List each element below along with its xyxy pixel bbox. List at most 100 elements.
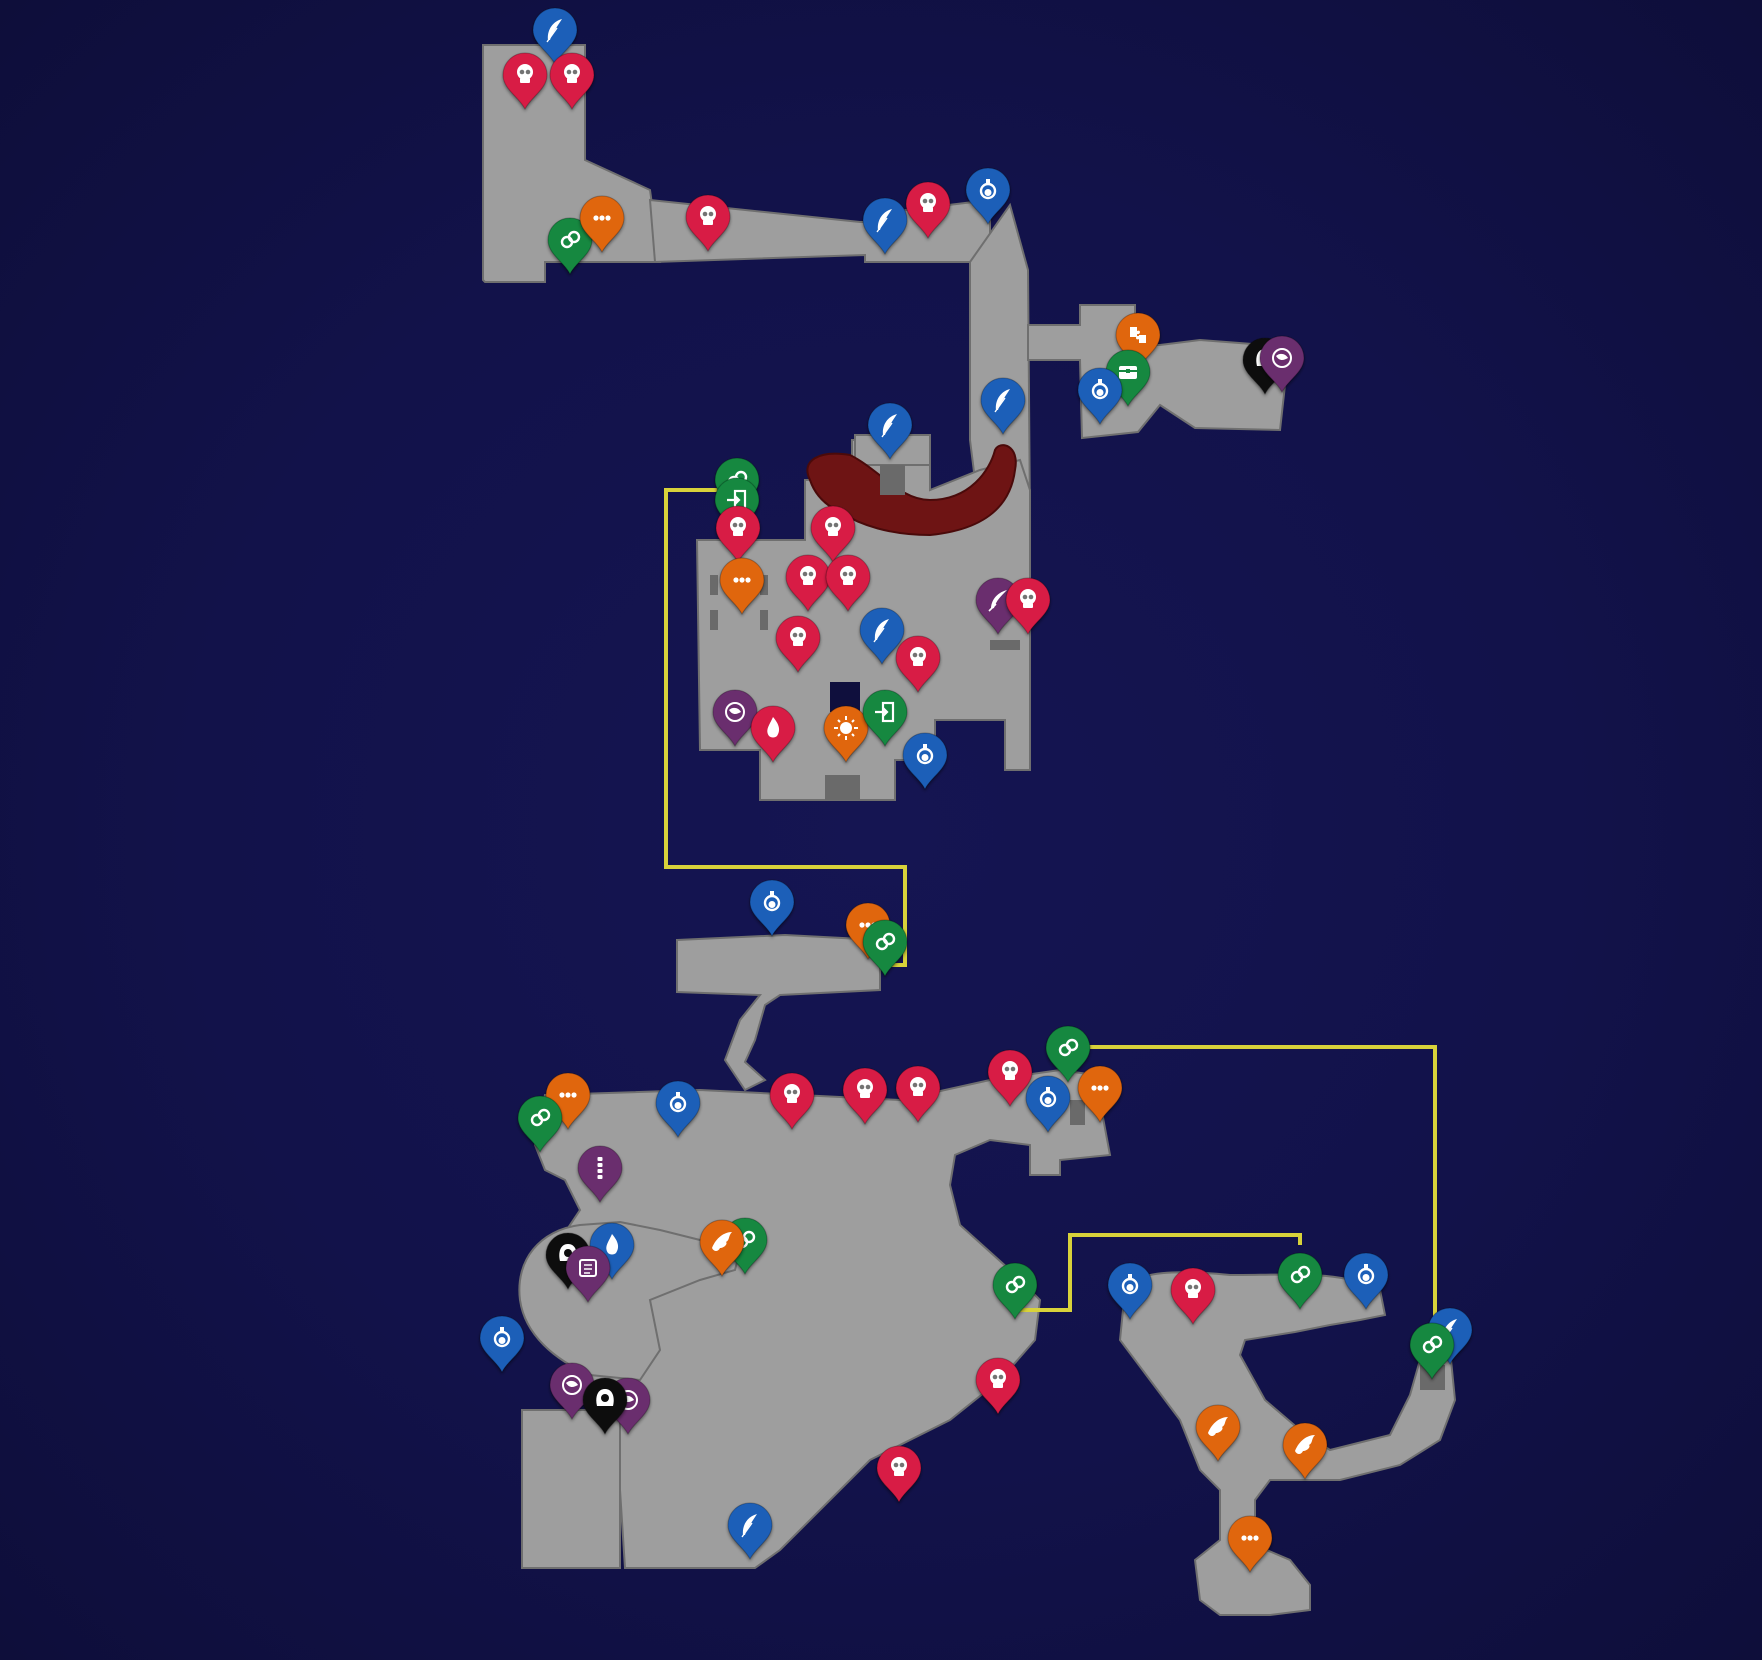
flame-icon: [606, 1234, 619, 1255]
map-marker-enemy[interactable]: [987, 1049, 1033, 1108]
skull-icon: [730, 517, 746, 536]
map-marker-dialog[interactable]: [1077, 1065, 1123, 1124]
map-marker-enemy[interactable]: [502, 52, 548, 111]
skull-icon: [990, 1369, 1006, 1388]
map-marker-dialog[interactable]: [579, 195, 625, 254]
map-marker-link[interactable]: [1045, 1025, 1091, 1084]
map-marker-feather[interactable]: [532, 7, 578, 66]
map-marker-eagle[interactable]: [699, 1219, 745, 1278]
hooded-figure-icon: [596, 1389, 614, 1406]
map-marker-feather[interactable]: [980, 377, 1026, 436]
map-marker-feather[interactable]: [862, 197, 908, 256]
map-marker-sun[interactable]: [823, 705, 869, 764]
skull-icon: [825, 517, 841, 536]
skull-icon: [517, 64, 533, 83]
skull-icon: [1020, 589, 1036, 608]
marker-pin: [1259, 335, 1305, 394]
scroll-icon: [579, 1259, 597, 1277]
skull-icon: [790, 627, 806, 646]
marker-pin: [859, 607, 905, 666]
pillar: [710, 610, 718, 630]
link-icon: [1058, 1038, 1079, 1057]
map-marker-feather[interactable]: [859, 607, 905, 666]
map-marker-potion[interactable]: [749, 879, 795, 938]
map-marker-potion[interactable]: [655, 1080, 701, 1139]
marker-pin: [532, 7, 578, 66]
map-marker-potion[interactable]: [902, 732, 948, 791]
map-markers: [479, 7, 1473, 1574]
link-icon: [1290, 1265, 1311, 1284]
map-marker-dialog[interactable]: [1227, 1515, 1273, 1574]
feather-icon: [994, 389, 1010, 413]
pillar: [760, 610, 768, 630]
map-marker-enemy[interactable]: [905, 181, 951, 240]
map-marker-link[interactable]: [862, 919, 908, 978]
map-marker-link[interactable]: [547, 217, 593, 276]
hazard-river: [806, 444, 1017, 537]
map-marker-link[interactable]: [1277, 1252, 1323, 1311]
map-marker-link[interactable]: [1409, 1322, 1455, 1381]
map-marker-potion[interactable]: [479, 1315, 525, 1374]
map-marker-enemy[interactable]: [549, 52, 595, 111]
map-marker-eagle[interactable]: [1282, 1422, 1328, 1481]
map-marker-orb[interactable]: [712, 689, 758, 748]
orb-icon: [1272, 348, 1292, 368]
map-marker-enemy[interactable]: [825, 554, 871, 613]
feather-icon: [873, 619, 889, 643]
potion-icon: [1039, 1087, 1057, 1108]
map-marker-eagle[interactable]: [1195, 1404, 1241, 1463]
map-marker-enemy[interactable]: [1005, 577, 1051, 636]
map-marker-scroll[interactable]: [565, 1245, 611, 1304]
map-marker-orb[interactable]: [1259, 335, 1305, 394]
map-marker-enemy[interactable]: [685, 194, 731, 253]
map-marker-potion[interactable]: [1077, 367, 1123, 426]
map-marker-link[interactable]: [992, 1262, 1038, 1321]
potion-icon: [916, 744, 934, 765]
skull-icon: [857, 1079, 873, 1098]
map-marker-enemy[interactable]: [1170, 1267, 1216, 1326]
skull-icon: [564, 64, 580, 83]
map-marker-enemy[interactable]: [810, 505, 856, 564]
eagle-icon: [1295, 1435, 1315, 1454]
dialog-icon: [1091, 1085, 1109, 1091]
map-marker-potion[interactable]: [965, 167, 1011, 226]
map-marker-enemy[interactable]: [715, 505, 761, 564]
map-marker-enemy[interactable]: [842, 1067, 888, 1126]
map-marker-feather[interactable]: [727, 1502, 773, 1561]
map-marker-enemy[interactable]: [775, 615, 821, 674]
marker-pin: [727, 1502, 773, 1561]
map-marker-potion[interactable]: [1343, 1252, 1389, 1311]
map-marker-potion[interactable]: [1025, 1075, 1071, 1134]
skull-icon: [784, 1084, 800, 1103]
marker-pin: [577, 1145, 623, 1204]
route-lines: [664, 488, 1437, 1320]
skull-icon: [891, 1457, 907, 1476]
map-marker-dialog[interactable]: [719, 557, 765, 616]
skull-icon: [700, 206, 716, 225]
map-marker-enemy[interactable]: [895, 635, 941, 694]
marker-pin: [579, 195, 625, 254]
skull-icon: [1185, 1279, 1201, 1298]
skull-icon: [910, 1077, 926, 1096]
map-marker-link[interactable]: [517, 1095, 563, 1154]
map-marker-feather[interactable]: [867, 402, 913, 461]
map-marker-enemy[interactable]: [769, 1072, 815, 1131]
map-marker-boss[interactable]: [582, 1377, 628, 1436]
skull-icon: [920, 193, 936, 212]
eagle-icon: [1208, 1417, 1228, 1436]
map-marker-enemy[interactable]: [975, 1357, 1021, 1416]
marker-pin: [1227, 1515, 1273, 1574]
map-marker-orb[interactable]: [549, 1362, 595, 1421]
map-marker-enemy[interactable]: [876, 1445, 922, 1504]
map-marker-potion[interactable]: [1107, 1262, 1153, 1321]
marker-pin: [862, 689, 908, 748]
map-marker-exit[interactable]: [862, 689, 908, 748]
potion-icon: [979, 179, 997, 200]
map-marker-enemy[interactable]: [785, 554, 831, 613]
potion-icon: [1357, 1264, 1375, 1285]
map-marker-spine[interactable]: [577, 1145, 623, 1204]
potion-icon: [1121, 1274, 1139, 1295]
map-marker-enemy[interactable]: [895, 1065, 941, 1124]
route-southeast-link: [1010, 1233, 1302, 1312]
map-marker-flame[interactable]: [750, 705, 796, 764]
